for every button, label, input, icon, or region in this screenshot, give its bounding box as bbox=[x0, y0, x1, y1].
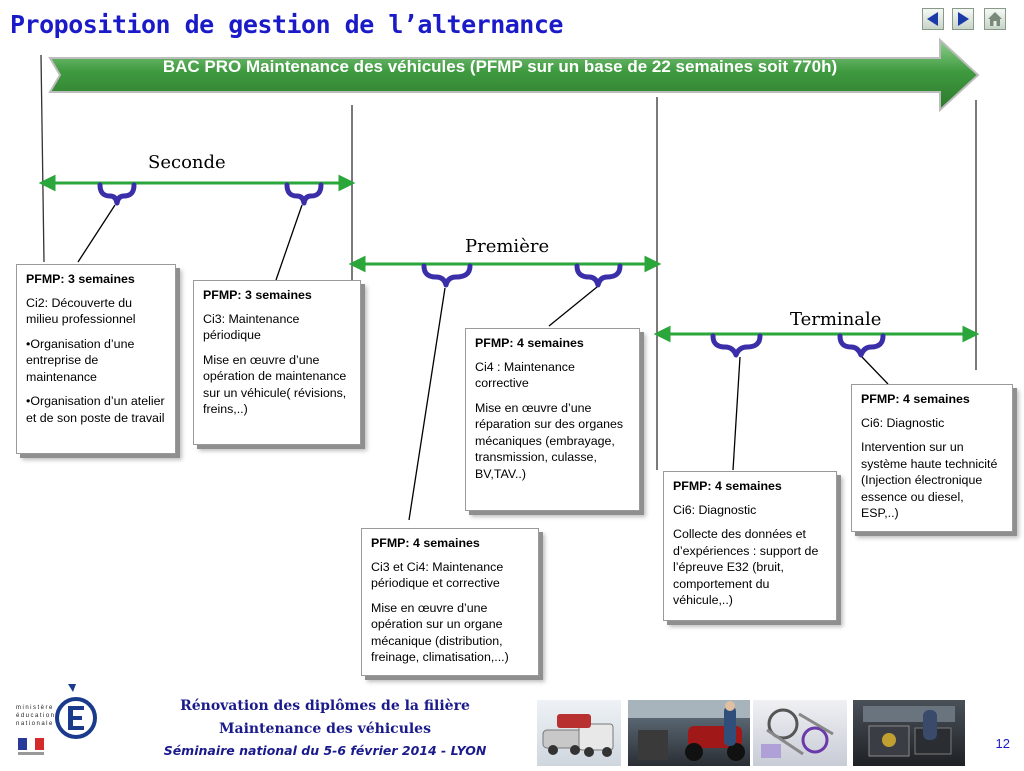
home-button[interactable] bbox=[984, 8, 1006, 30]
pfmp-brace-5 bbox=[710, 333, 763, 358]
footer-line-2: Maintenance des véhicules bbox=[219, 721, 431, 737]
page-title: Proposition de gestion de l’alternance bbox=[10, 10, 563, 39]
pfmp-duration: PFMP: 3 semaines bbox=[26, 272, 135, 286]
prev-slide-button[interactable] bbox=[922, 8, 944, 30]
box-paragraph: •Organisation d’une entreprise de mainte… bbox=[26, 336, 135, 384]
box-paragraph: Intervention sur un système haute techni… bbox=[861, 440, 998, 520]
stage-label-seconde: Seconde bbox=[148, 152, 226, 173]
french-flag-icon bbox=[18, 738, 44, 755]
pfmp-brace-2 bbox=[284, 182, 324, 206]
marianne-logo-icon bbox=[55, 684, 97, 739]
pfmp-duration: PFMP: 4 semaines bbox=[371, 536, 480, 550]
callout-line-4 bbox=[548, 286, 598, 327]
home-icon bbox=[988, 12, 1002, 26]
triangle-right-icon bbox=[958, 12, 969, 26]
box-paragraph: •Organisation d’un atelier et de son pos… bbox=[26, 394, 165, 425]
pfmp-box-ci3-ci4: PFMP: 4 semaines Ci3 et Ci4: Maintenance… bbox=[361, 528, 539, 676]
pfmp-box-ci6-collecte: PFMP: 4 semaines Ci6: Diagnostic Collect… bbox=[663, 471, 837, 621]
pfmp-brace-3 bbox=[421, 263, 473, 288]
callout-line-6 bbox=[861, 356, 889, 385]
logo-word: éducation bbox=[16, 713, 56, 719]
page-number: 12 bbox=[995, 736, 1010, 751]
box-paragraph: Ci6: Diagnostic bbox=[861, 415, 945, 430]
footer-line-3: Séminaire national du 5-6 février 2014 -… bbox=[163, 743, 487, 758]
pfmp-duration: PFMP: 3 semaines bbox=[203, 288, 312, 302]
box-paragraph: Collecte des données et d’expériences : … bbox=[673, 527, 819, 607]
divider-line-start bbox=[40, 54, 45, 263]
banner-arrow bbox=[48, 37, 980, 113]
next-slide-button[interactable] bbox=[952, 8, 974, 30]
stage-label-terminale: Terminale bbox=[790, 309, 882, 330]
photo-engine-bay bbox=[853, 700, 965, 766]
pfmp-duration: PFMP: 4 semaines bbox=[475, 336, 584, 350]
callout-line-3 bbox=[408, 287, 446, 521]
callout-line-2 bbox=[275, 204, 303, 281]
logo-word: nationale bbox=[16, 721, 54, 727]
logo-word: ministère bbox=[16, 705, 54, 711]
box-paragraph: Ci3: Maintenance périodique bbox=[203, 311, 300, 343]
callout-line-1 bbox=[77, 204, 116, 263]
pfmp-box-ci2: PFMP: 3 semaines Ci2: Découverte du mili… bbox=[16, 264, 176, 454]
triangle-left-icon bbox=[927, 12, 938, 26]
box-paragraph: Ci3 et Ci4: Maintenance périodique et co… bbox=[371, 559, 504, 591]
pfmp-box-ci4: PFMP: 4 semaines Ci4 : Maintenance corre… bbox=[465, 328, 640, 511]
pfmp-brace-4 bbox=[574, 263, 623, 288]
pfmp-brace-1 bbox=[97, 182, 137, 206]
pfmp-box-ci6-intervention: PFMP: 4 semaines Ci6: Diagnostic Interve… bbox=[851, 384, 1013, 532]
box-paragraph: Mise en œuvre d’une opération de mainten… bbox=[203, 352, 347, 417]
pfmp-duration: PFMP: 4 semaines bbox=[673, 479, 782, 493]
photo-vehicles bbox=[537, 700, 621, 766]
box-paragraph: Mise en œuvre d’une opération sur un org… bbox=[371, 600, 509, 665]
pfmp-duration: PFMP: 4 semaines bbox=[861, 392, 970, 406]
box-paragraph: Mise en œuvre d’une réparation sur des o… bbox=[475, 400, 624, 481]
box-paragraph: Ci6: Diagnostic bbox=[673, 502, 757, 517]
footer-line-1: Rénovation des diplômes de la filière bbox=[180, 698, 470, 714]
stage-label-premiere: Première bbox=[465, 236, 550, 257]
timeline-graphic bbox=[38, 37, 980, 521]
photo-engine-schematic bbox=[753, 700, 847, 766]
pfmp-brace-6 bbox=[837, 333, 886, 358]
banner-text: BAC PRO Maintenance des véhicules (PFMP … bbox=[162, 57, 838, 76]
callout-line-5 bbox=[732, 356, 741, 471]
photo-workshop-motorbike bbox=[628, 700, 750, 766]
pfmp-box-ci3: PFMP: 3 semaines Ci3: Maintenance périod… bbox=[193, 280, 361, 445]
box-paragraph: Ci2: Découverte du milieu professionnel bbox=[26, 295, 136, 327]
box-paragraph: Ci4 : Maintenance corrective bbox=[475, 359, 575, 391]
